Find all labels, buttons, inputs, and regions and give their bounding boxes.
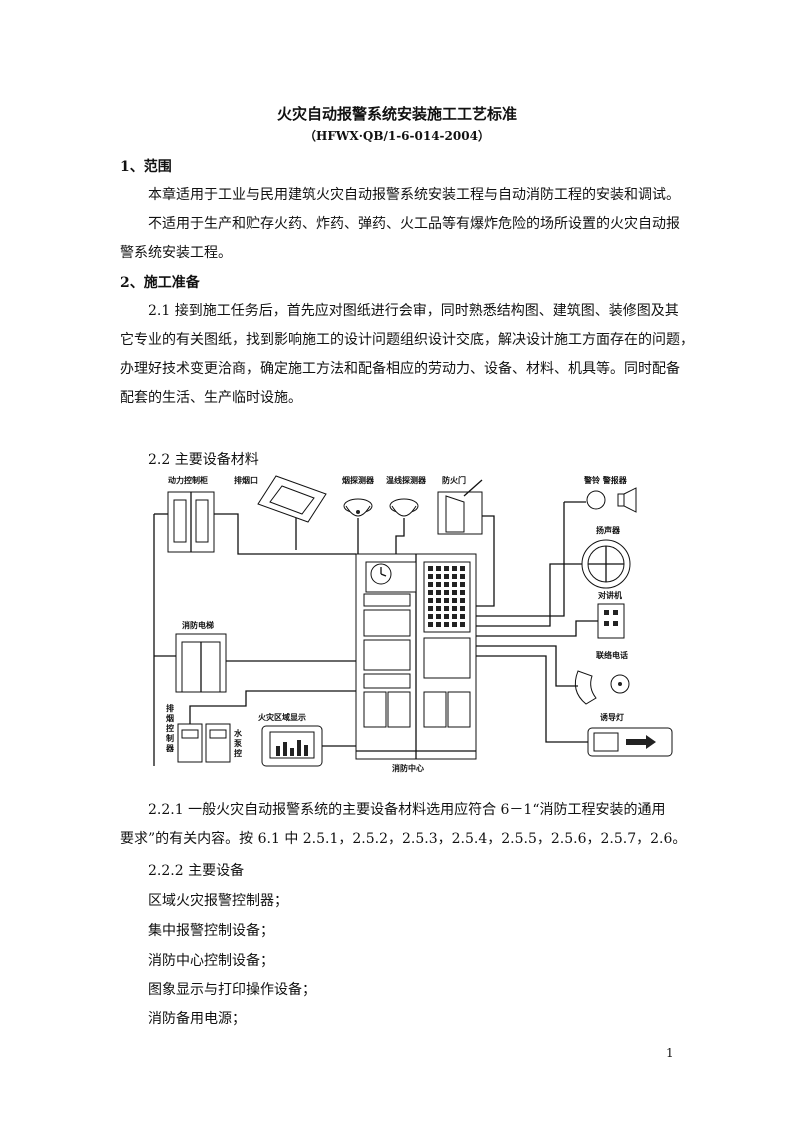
led-indicator bbox=[460, 614, 465, 619]
smoke-control-char-5: 器 bbox=[165, 744, 175, 753]
led-indicator bbox=[428, 622, 433, 627]
led-indicator bbox=[452, 606, 457, 611]
center-label: 消防中心 bbox=[392, 763, 424, 773]
led-indicator bbox=[452, 614, 457, 619]
led-indicator bbox=[460, 582, 465, 587]
smoke-outlet-label: 排烟口 bbox=[234, 475, 258, 485]
led-indicator bbox=[428, 590, 433, 595]
led-indicator bbox=[460, 606, 465, 611]
fire-elevator: 消防电梯 bbox=[175, 620, 227, 693]
led-indicator bbox=[436, 566, 441, 571]
fire-door: 防火门 bbox=[437, 475, 483, 535]
led-indicator bbox=[428, 614, 433, 619]
led-indicator bbox=[444, 598, 449, 603]
section-2-heading: 2、施工准备 bbox=[120, 275, 200, 291]
pump-char-3: 控 bbox=[234, 748, 242, 758]
fire-alarm-system-diagram: 消防中心 动力控制柜 排烟口 烟探测器 温线探测器 防火门 警铃 警报器 bbox=[153, 475, 673, 773]
document-code: （HFWX·QB/1-6-014-2004） bbox=[304, 129, 490, 143]
led-indicator bbox=[428, 606, 433, 611]
guide-light: 诱导灯 bbox=[587, 712, 673, 757]
paragraph-2-2-1-line-1: 2.2.1 一般火灾自动报警系统的主要设备材料选用应符合 6－1“消防工程安装的… bbox=[148, 802, 666, 818]
section-1-paragraph-2-line-1: 不适用于生产和贮存火药、炸药、弹药、火工品等有爆炸危险的场所设置的火灾自动报 bbox=[148, 216, 680, 232]
smoke-detector-label: 烟探测器 bbox=[342, 475, 375, 485]
led-indicator bbox=[444, 566, 449, 571]
led-indicator bbox=[436, 606, 441, 611]
led-indicator bbox=[428, 566, 433, 571]
smoke-control-char-4: 制 bbox=[166, 733, 174, 743]
zone-display-label: 火灾区域显示 bbox=[258, 712, 306, 722]
water-pump-controller: 水 泵 控 bbox=[205, 723, 243, 763]
led-indicator bbox=[460, 622, 465, 627]
led-indicator bbox=[460, 566, 465, 571]
pump-char-1: 水 bbox=[233, 728, 243, 738]
equipment-item: 消防备用电源； bbox=[148, 1011, 246, 1027]
led-indicator bbox=[436, 598, 441, 603]
intercom-label: 对讲机 bbox=[598, 590, 622, 600]
section-1-heading: 1、范围 bbox=[120, 159, 172, 175]
smoke-control-char-3: 控 bbox=[166, 723, 174, 733]
led-indicator bbox=[436, 590, 441, 595]
paragraph-2-2-2: 2.2.2 主要设备 bbox=[148, 863, 245, 879]
alarm-label: 警铃 警报器 bbox=[583, 475, 628, 485]
led-indicator bbox=[452, 622, 457, 627]
led-indicator bbox=[444, 590, 449, 595]
led-indicator bbox=[444, 574, 449, 579]
document-title: 火灾自动报警系统安装施工工艺标准 bbox=[276, 105, 517, 123]
paragraph-2-1-line-4: 配套的生活、生产临时设施。 bbox=[120, 390, 302, 406]
connection-lines bbox=[153, 501, 598, 766]
led-indicator bbox=[452, 566, 457, 571]
page-number: 1 bbox=[666, 1046, 674, 1060]
led-indicator bbox=[428, 598, 433, 603]
led-indicator bbox=[452, 598, 457, 603]
smoke-control-char-1: 排 bbox=[166, 703, 174, 713]
speaker-label: 扬声器 bbox=[596, 525, 621, 535]
smoke-outlet: 排烟口 bbox=[234, 475, 327, 536]
led-indicator bbox=[452, 582, 457, 587]
paragraph-2-2-1-line-2: 要求”的有关内容。按 6.1 中 2.5.1，2.5.2，2.5.3，2.5.4… bbox=[120, 831, 687, 847]
phone-label: 联络电话 bbox=[596, 650, 628, 660]
led-indicator bbox=[444, 622, 449, 627]
equipment-item: 消防中心控制设备； bbox=[148, 953, 274, 969]
smoke-detector: 烟探测器 bbox=[342, 475, 375, 517]
led-indicator bbox=[452, 590, 457, 595]
led-indicator bbox=[460, 590, 465, 595]
alarm-bell-siren: 警铃 警报器 bbox=[583, 475, 637, 513]
led-indicator bbox=[436, 574, 441, 579]
paragraph-2-2: 2.2 主要设备材料 bbox=[148, 452, 259, 468]
power-control-cabinet: 动力控制柜 bbox=[167, 475, 215, 553]
led-indicator bbox=[444, 614, 449, 619]
elevator-label: 消防电梯 bbox=[182, 620, 214, 630]
led-indicator bbox=[428, 574, 433, 579]
led-indicator bbox=[428, 582, 433, 587]
temperature-detector: 温线探测器 bbox=[386, 475, 427, 517]
phone: 联络电话 bbox=[574, 650, 630, 705]
paragraph-2-1-line-1: 2.1 接到施工任务后，首先应对图纸进行会审，同时熟悉结构图、建筑图、装修图及其 bbox=[148, 303, 679, 319]
led-indicator bbox=[460, 574, 465, 579]
equipment-item: 图象显示与打印操作设备； bbox=[148, 982, 316, 998]
paragraph-2-1-line-2: 它专业的有关图纸，找到影响施工的设计问题组织设计交底，解决设计施工方面存在的问题… bbox=[120, 332, 694, 348]
pump-char-2: 泵 bbox=[234, 739, 242, 748]
smoke-exhaust-controller: 排 烟 控 制 器 bbox=[165, 703, 203, 763]
led-indicator bbox=[444, 582, 449, 587]
fire-door-label: 防火门 bbox=[442, 475, 466, 485]
led-indicator bbox=[436, 582, 441, 587]
led-indicator bbox=[460, 598, 465, 603]
temp-detector-label: 温线探测器 bbox=[386, 475, 427, 485]
speaker: 扬声器 bbox=[581, 525, 631, 589]
zone-display: 火灾区域显示 bbox=[258, 712, 323, 767]
led-indicator bbox=[436, 622, 441, 627]
fire-control-center: 消防中心 bbox=[355, 553, 477, 773]
section-1-paragraph-2-line-2: 警系统安装工程。 bbox=[120, 245, 232, 261]
guide-light-label: 诱导灯 bbox=[600, 712, 624, 722]
equipment-item: 区域火灾报警控制器； bbox=[148, 893, 288, 909]
smoke-control-char-2: 烟 bbox=[166, 713, 174, 723]
led-indicator bbox=[436, 614, 441, 619]
section-1-paragraph-1: 本章适用于工业与民用建筑火灾自动报警系统安装工程与自动消防工程的安装和调试。 bbox=[148, 187, 680, 203]
intercom: 对讲机 bbox=[597, 590, 625, 639]
led-indicator bbox=[444, 606, 449, 611]
led-indicator bbox=[452, 574, 457, 579]
power-cabinet-label: 动力控制柜 bbox=[168, 475, 208, 485]
equipment-item: 集中报警控制设备； bbox=[148, 923, 274, 939]
paragraph-2-1-line-3: 办理好技术变更洽商，确定施工方法和配备相应的劳动力、设备、材料、机具等。同时配备 bbox=[120, 361, 680, 377]
